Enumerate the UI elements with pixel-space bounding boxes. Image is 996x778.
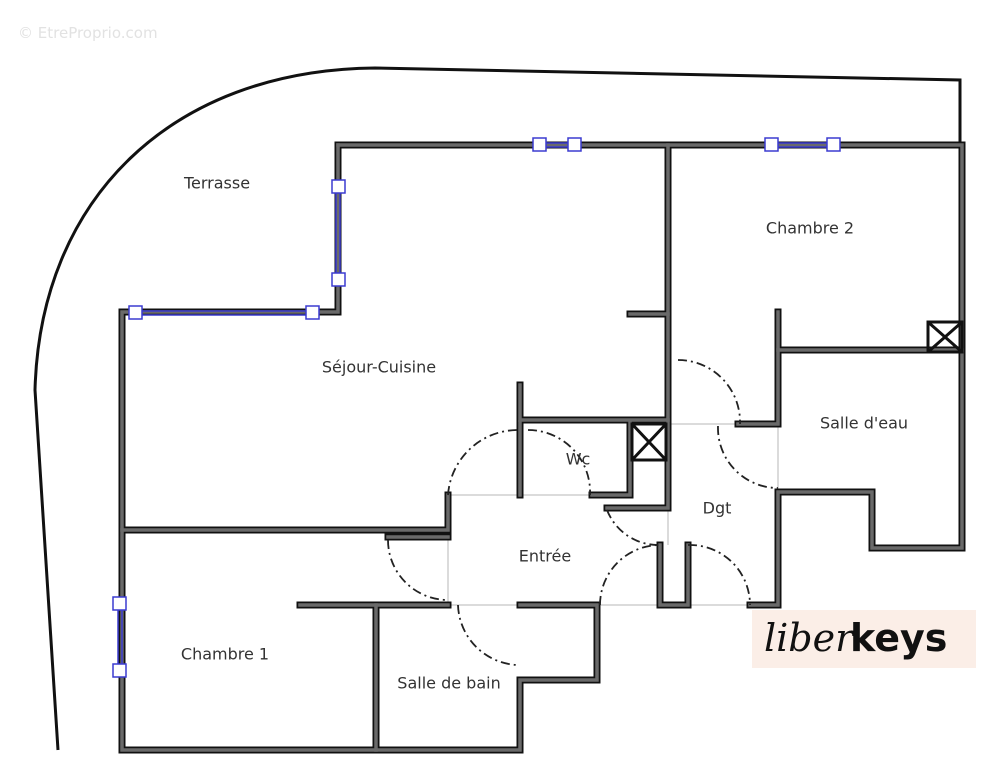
room-label-entree: Entrée	[518, 546, 572, 566]
wall-fill	[658, 543, 690, 607]
room-label-salle-eau: Salle d'eau	[819, 413, 909, 433]
terrace-outline	[33, 66, 962, 751]
logo-part-1: liber	[764, 616, 854, 660]
room-label-chambre-2: Chambre 2	[765, 218, 855, 238]
door-swings	[387, 359, 779, 666]
wall-outline	[588, 418, 634, 499]
room-label-terrasse: Terrasse	[183, 173, 251, 193]
wall-outline	[516, 141, 672, 424]
wall-fill	[605, 418, 670, 510]
wall-fill	[120, 493, 450, 532]
room-label-wc: Wc	[565, 449, 591, 469]
room-label-chambre-1: Chambre 1	[180, 644, 270, 664]
logo-part-2: keys	[850, 616, 948, 660]
wall-outline	[774, 308, 966, 354]
room-label-salle-de-bain: Salle de bain	[397, 673, 501, 693]
closet-boxes	[630, 320, 964, 462]
watermark: © EtreProprio.com	[18, 24, 158, 42]
room-label-dgt: Dgt	[702, 498, 732, 518]
wall-outline	[734, 346, 782, 428]
wall-fill	[120, 143, 599, 752]
wall-fill	[776, 310, 964, 352]
windows	[112, 137, 841, 678]
walls	[118, 141, 966, 754]
room-label-sejour-cuisine: Séjour-Cuisine	[321, 357, 437, 377]
wall-fill	[518, 143, 670, 422]
liberkeys-logo: liber keys	[752, 610, 976, 668]
wall-fill	[736, 348, 780, 426]
wall-outline	[118, 491, 452, 534]
wall-fill	[336, 143, 964, 607]
wall-outline	[656, 541, 692, 609]
wall-fill	[590, 420, 632, 497]
